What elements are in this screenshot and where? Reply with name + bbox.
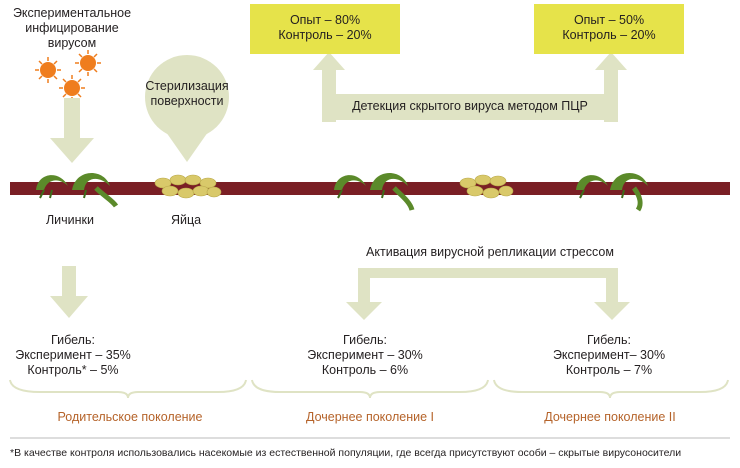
infection-label-line1: Экспериментальное — [12, 6, 132, 20]
mortality-title: Гибель: — [587, 333, 631, 347]
infection-label-line2: инфицирование — [25, 21, 119, 35]
larvae-group — [36, 172, 119, 208]
mortality-gen1: Гибель: Эксперимент – 30% Контроль – 6% — [300, 333, 430, 378]
sterilization-bubble — [145, 55, 229, 162]
brace-gen1 — [251, 379, 489, 399]
mortality-title: Гибель: — [51, 333, 95, 347]
larva-icon — [576, 175, 608, 199]
mortality-title: Гибель: — [343, 333, 387, 347]
eggs-group — [154, 174, 222, 199]
larva-icon — [610, 172, 648, 212]
pcr-label: Детекция скрытого вируса методом ПЦР — [352, 99, 588, 113]
larva-icon — [72, 172, 119, 208]
mortality-experiment: Эксперимент – 30% — [307, 348, 423, 362]
sterilization-label: Стерилизация поверхности — [142, 79, 232, 109]
larva-icon — [36, 175, 68, 199]
larvae-group-gen2 — [576, 172, 648, 212]
result-box-gen2-experiment: Опыт – 50% — [573, 13, 645, 27]
virus-icon — [75, 50, 101, 76]
larvae-group-gen1 — [334, 172, 415, 211]
virus-particles — [35, 50, 101, 101]
mortality-control: Контроль – 6% — [321, 363, 409, 377]
mortality-control: Контроль – 7% — [565, 363, 653, 377]
larvae-label: Личинки — [45, 213, 95, 227]
result-box-gen1: Опыт – 80% Контроль – 20% — [250, 4, 400, 54]
mortality-experiment: Эксперимент – 35% — [15, 348, 131, 362]
generation-label-gen2: Дочернее поколение II — [544, 410, 676, 424]
footnote: *В качестве контроля использовались насе… — [10, 447, 682, 459]
generation-braces — [9, 379, 729, 399]
mortality-gen2: Гибель: Эксперимент– 30% Контроль – 7% — [544, 333, 674, 378]
sterilization-label-line1: Стерилизация — [145, 79, 229, 93]
virus-icon — [35, 57, 61, 83]
generation-label-gen1: Дочернее поколение I — [305, 410, 434, 424]
result-box-gen2-control: Контроль – 20% — [562, 28, 656, 42]
virus-icon — [59, 75, 85, 101]
mortality-experiment: Эксперимент– 30% — [552, 348, 666, 362]
infection-label: Экспериментальное инфицирование вирусом — [8, 6, 136, 51]
mortality-parent: Гибель: Эксперимент – 35% Контроль* – 5% — [8, 333, 138, 378]
generation-label-parent: Родительское поколение — [57, 410, 203, 424]
parent-mortality-arrow — [50, 266, 88, 318]
pcr-arrow — [313, 52, 627, 122]
infection-arrow — [50, 98, 94, 163]
eggs-label: Яйца — [170, 213, 202, 227]
stress-arrow — [346, 268, 630, 320]
eggs-group-gen1 — [459, 174, 514, 199]
result-box-gen1-experiment: Опыт – 80% — [289, 13, 361, 27]
brace-gen2 — [493, 379, 729, 399]
larva-icon — [334, 175, 366, 199]
brace-parent — [9, 379, 247, 399]
stress-activation-label: Активация вирусной репликации стрессом — [366, 245, 614, 259]
infection-label-line3: вирусом — [47, 36, 97, 50]
result-box-gen2: Опыт – 50% Контроль – 20% — [534, 4, 684, 54]
sterilization-label-line2: поверхности — [150, 94, 224, 108]
mortality-control: Контроль* – 5% — [27, 363, 119, 377]
larva-icon — [370, 172, 415, 211]
result-box-gen1-control: Контроль – 20% — [278, 28, 372, 42]
